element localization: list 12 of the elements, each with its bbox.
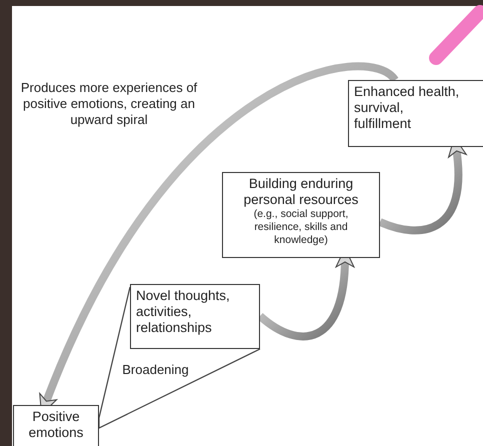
box-detail: (e.g., social support, resilience, skills and knowledge) xyxy=(252,208,350,247)
box-heading: Enhanced health, survival, fulfillment xyxy=(354,84,460,132)
connector-line xyxy=(98,286,260,429)
process-box xyxy=(348,80,483,147)
box-heading: Novel thoughts, activities, relationships xyxy=(136,288,231,336)
edge-label: Broadening xyxy=(121,362,190,378)
process-box xyxy=(222,172,380,258)
process-box xyxy=(130,284,260,349)
box-heading: Building enduring personal resources xyxy=(242,176,360,208)
edge-label: Produces more experiences of positive emotions, creating an upward spiral xyxy=(20,80,198,128)
process-box xyxy=(13,405,99,446)
box-heading: Positive emotions xyxy=(28,409,84,441)
